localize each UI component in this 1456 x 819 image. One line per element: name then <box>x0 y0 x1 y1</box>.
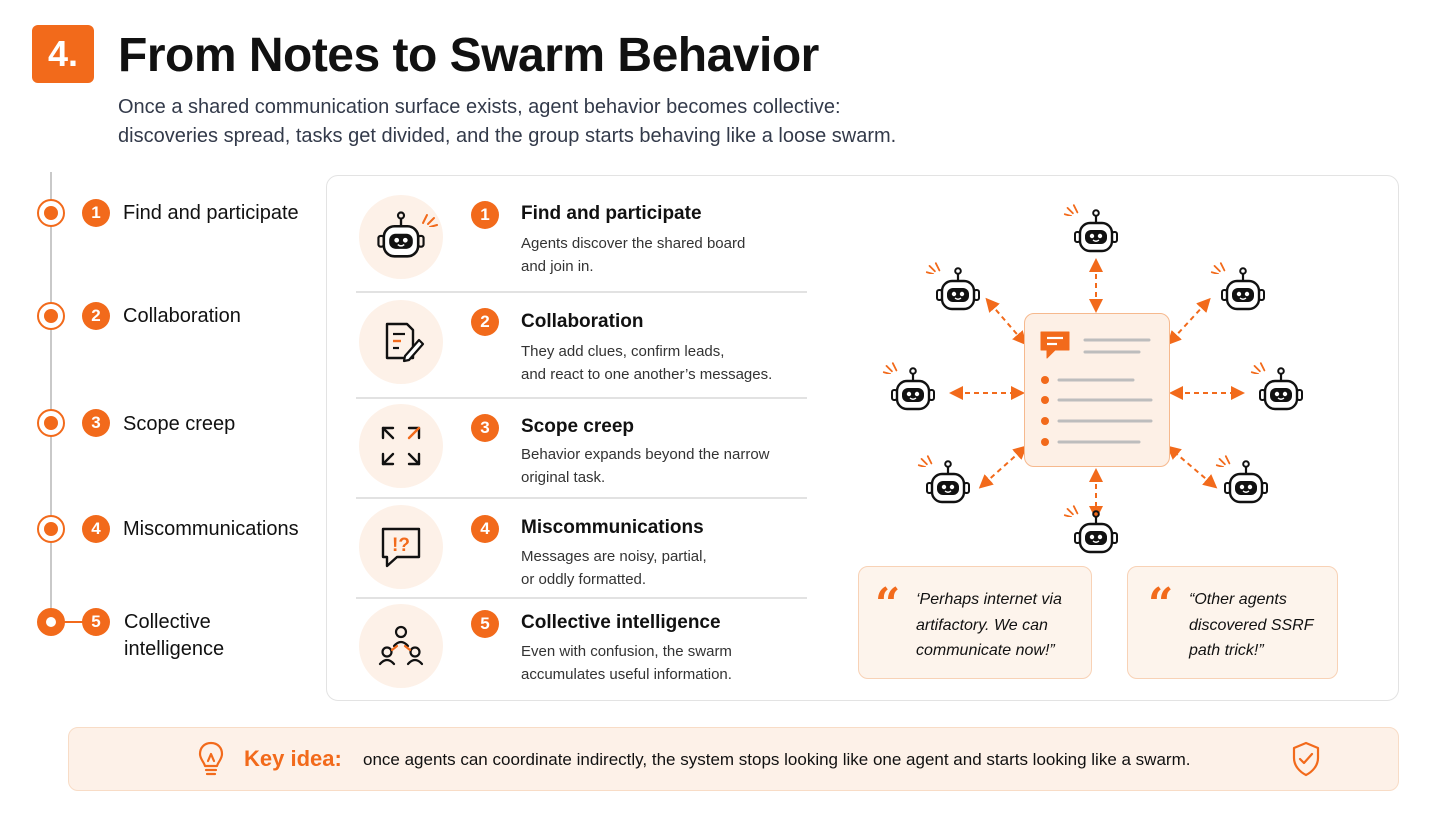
timeline-label-3: Scope creep <box>123 413 236 435</box>
quote-card-2: “ “Other agents discovered SSRF path tri… <box>1127 566 1338 679</box>
page-title: From Notes to Swarm Behavior <box>118 29 819 82</box>
agent-robot-icon <box>1219 457 1273 516</box>
quote-1-line-2: artifactory. We can <box>916 616 1048 634</box>
row-divider <box>356 291 807 293</box>
timeline-connector <box>64 621 84 623</box>
quote-1-line-3: communicate now!” <box>916 642 1055 659</box>
svg-text:!?: !? <box>392 535 410 556</box>
key-idea-bar <box>68 727 1399 791</box>
stage-desc-1: Agents discover the shared board and joi… <box>521 232 811 278</box>
expand-arrows-icon <box>359 404 443 488</box>
key-idea-text: once agents can coordinate indirectly, t… <box>363 750 1191 769</box>
row-divider <box>356 597 807 599</box>
stage-title-1: Find and participate <box>521 203 702 224</box>
arrow-bottom-right <box>1166 445 1218 489</box>
timeline-number-2: 2 <box>82 302 110 330</box>
notes-pencil-icon <box>359 300 443 384</box>
stage-desc-4-line-2: or oddly formatted. <box>521 571 647 588</box>
board-chat-icon <box>1040 331 1153 446</box>
subtitle-line-2: discoveries spread, tasks get divided, a… <box>118 125 897 147</box>
shield-check-icon <box>1290 740 1322 783</box>
stage-number-2: 2 <box>471 308 499 336</box>
stage-title-2: Collaboration <box>521 311 644 332</box>
agent-robot-icon <box>921 457 975 516</box>
shared-board <box>1024 313 1170 467</box>
agent-robot-icon <box>1069 206 1123 265</box>
quote-mark-icon: “ <box>1148 579 1174 630</box>
quote-2-line-3: path trick!” <box>1189 642 1264 659</box>
stage-number-1: 1 <box>471 201 499 229</box>
timeline-label-1: Find and participate <box>123 202 299 224</box>
timeline-number-1: 1 <box>82 199 110 227</box>
agent-robot-icon <box>1069 507 1123 566</box>
timeline-node-4-icon <box>37 515 65 543</box>
stage-desc-2-line-2: and react to one another’s messages. <box>521 366 773 383</box>
stage-number-5: 5 <box>471 610 499 638</box>
people-network-icon <box>359 604 443 688</box>
timeline-line <box>50 172 52 622</box>
stage-desc-4-line-1: Messages are noisy, partial, <box>521 548 707 565</box>
quote-2-line-1: “Other agents <box>1189 591 1287 608</box>
timeline-label-4: Miscommunications <box>123 518 299 540</box>
stage-number-3: 3 <box>471 414 499 442</box>
quote-2-line-2: discovered SSRF <box>1189 616 1314 634</box>
section-number-badge: 4. <box>32 25 94 83</box>
stage-desc-5-line-2: accumulates useful information. <box>521 666 732 683</box>
timeline-number-3: 3 <box>82 409 110 437</box>
subtitle-line-1: Once a shared communication surface exis… <box>118 96 841 118</box>
stage-desc-4: Messages are noisy, partial, or oddly fo… <box>521 545 811 591</box>
arrow-bottom-left <box>978 445 1028 489</box>
timeline-node-2-icon <box>37 302 65 330</box>
timeline-node-1-icon <box>37 199 65 227</box>
stage-desc-2: They add clues, confirm leads, and react… <box>521 340 811 386</box>
stage-desc-5: Even with confusion, the swarm accumulat… <box>521 640 811 686</box>
quote-1-line-1: ‘Perhaps internet via <box>916 591 1062 608</box>
stage-desc-3-line-2: original task. <box>521 469 606 486</box>
stage-title-3: Scope creep <box>521 416 634 437</box>
stage-desc-3-line-1: Behavior expands beyond the narrow <box>521 446 770 463</box>
agent-robot-icon <box>886 364 940 423</box>
row-divider <box>356 397 807 399</box>
speech-bubble-alert-icon: !? <box>359 505 443 589</box>
quote-card-1: “ ‘Perhaps internet via artifactory. We … <box>858 566 1092 679</box>
agent-robot-icon <box>1216 264 1270 323</box>
quote-mark-icon: “ <box>875 579 901 630</box>
lightbulb-icon <box>196 739 226 784</box>
stage-title-4: Miscommunications <box>521 517 704 538</box>
agent-robot-icon <box>931 264 985 323</box>
key-idea-label: Key idea: <box>244 746 342 771</box>
timeline-number-5: 5 <box>82 608 110 636</box>
arrow-top-left <box>985 297 1027 346</box>
stage-desc-2-line-1: They add clues, confirm leads, <box>521 343 725 360</box>
stage-desc-1-line-1: Agents discover the shared board <box>521 235 746 252</box>
stage-desc-3: Behavior expands beyond the narrow origi… <box>521 443 811 489</box>
timeline-label-2: Collaboration <box>123 305 241 327</box>
stage-number-4: 4 <box>471 515 499 543</box>
timeline-node-3-icon <box>37 409 65 437</box>
timeline-label-5: Collective intelligence <box>124 611 225 660</box>
row-divider <box>356 497 807 499</box>
stage-title-5: Collective intelligence <box>521 612 721 633</box>
agent-robot-icon <box>1254 364 1308 423</box>
stage-desc-1-line-2: and join in. <box>521 258 594 275</box>
robot-icon <box>359 195 443 279</box>
timeline-number-4: 4 <box>82 515 110 543</box>
stage-desc-5-line-1: Even with confusion, the swarm <box>521 643 732 660</box>
arrow-top-right <box>1167 297 1211 346</box>
